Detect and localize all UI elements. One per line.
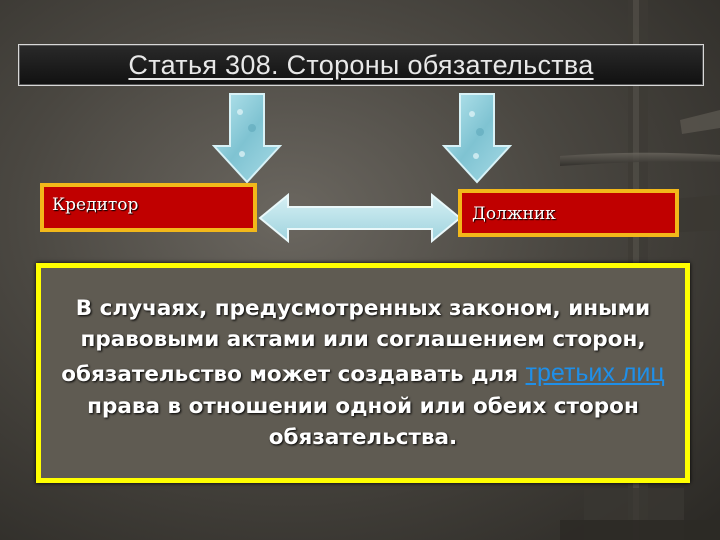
main-text-part1: В случаях, предусмотренных законом, иным… <box>61 295 651 387</box>
creditor-box: Кредитор <box>40 183 257 232</box>
third-parties-highlight: третьих лиц <box>525 358 665 387</box>
slide-title: Статья 308. Стороны обязательства <box>128 49 594 80</box>
main-text-part2: права в отношении одной или обеих сторон… <box>87 394 639 451</box>
debtor-label: Должник <box>472 204 556 224</box>
main-text: В случаях, предусмотренных законом, иным… <box>41 293 685 454</box>
double-arrow-icon <box>258 193 462 243</box>
title-banner: Статья 308. Стороны обязательства <box>18 44 704 86</box>
main-text-box: В случаях, предусмотренных законом, иным… <box>36 263 690 483</box>
creditor-label: Кредитор <box>52 195 139 215</box>
debtor-box: Должник <box>458 189 679 237</box>
down-arrow-left-icon <box>212 93 282 184</box>
down-arrow-right-icon <box>442 93 512 184</box>
